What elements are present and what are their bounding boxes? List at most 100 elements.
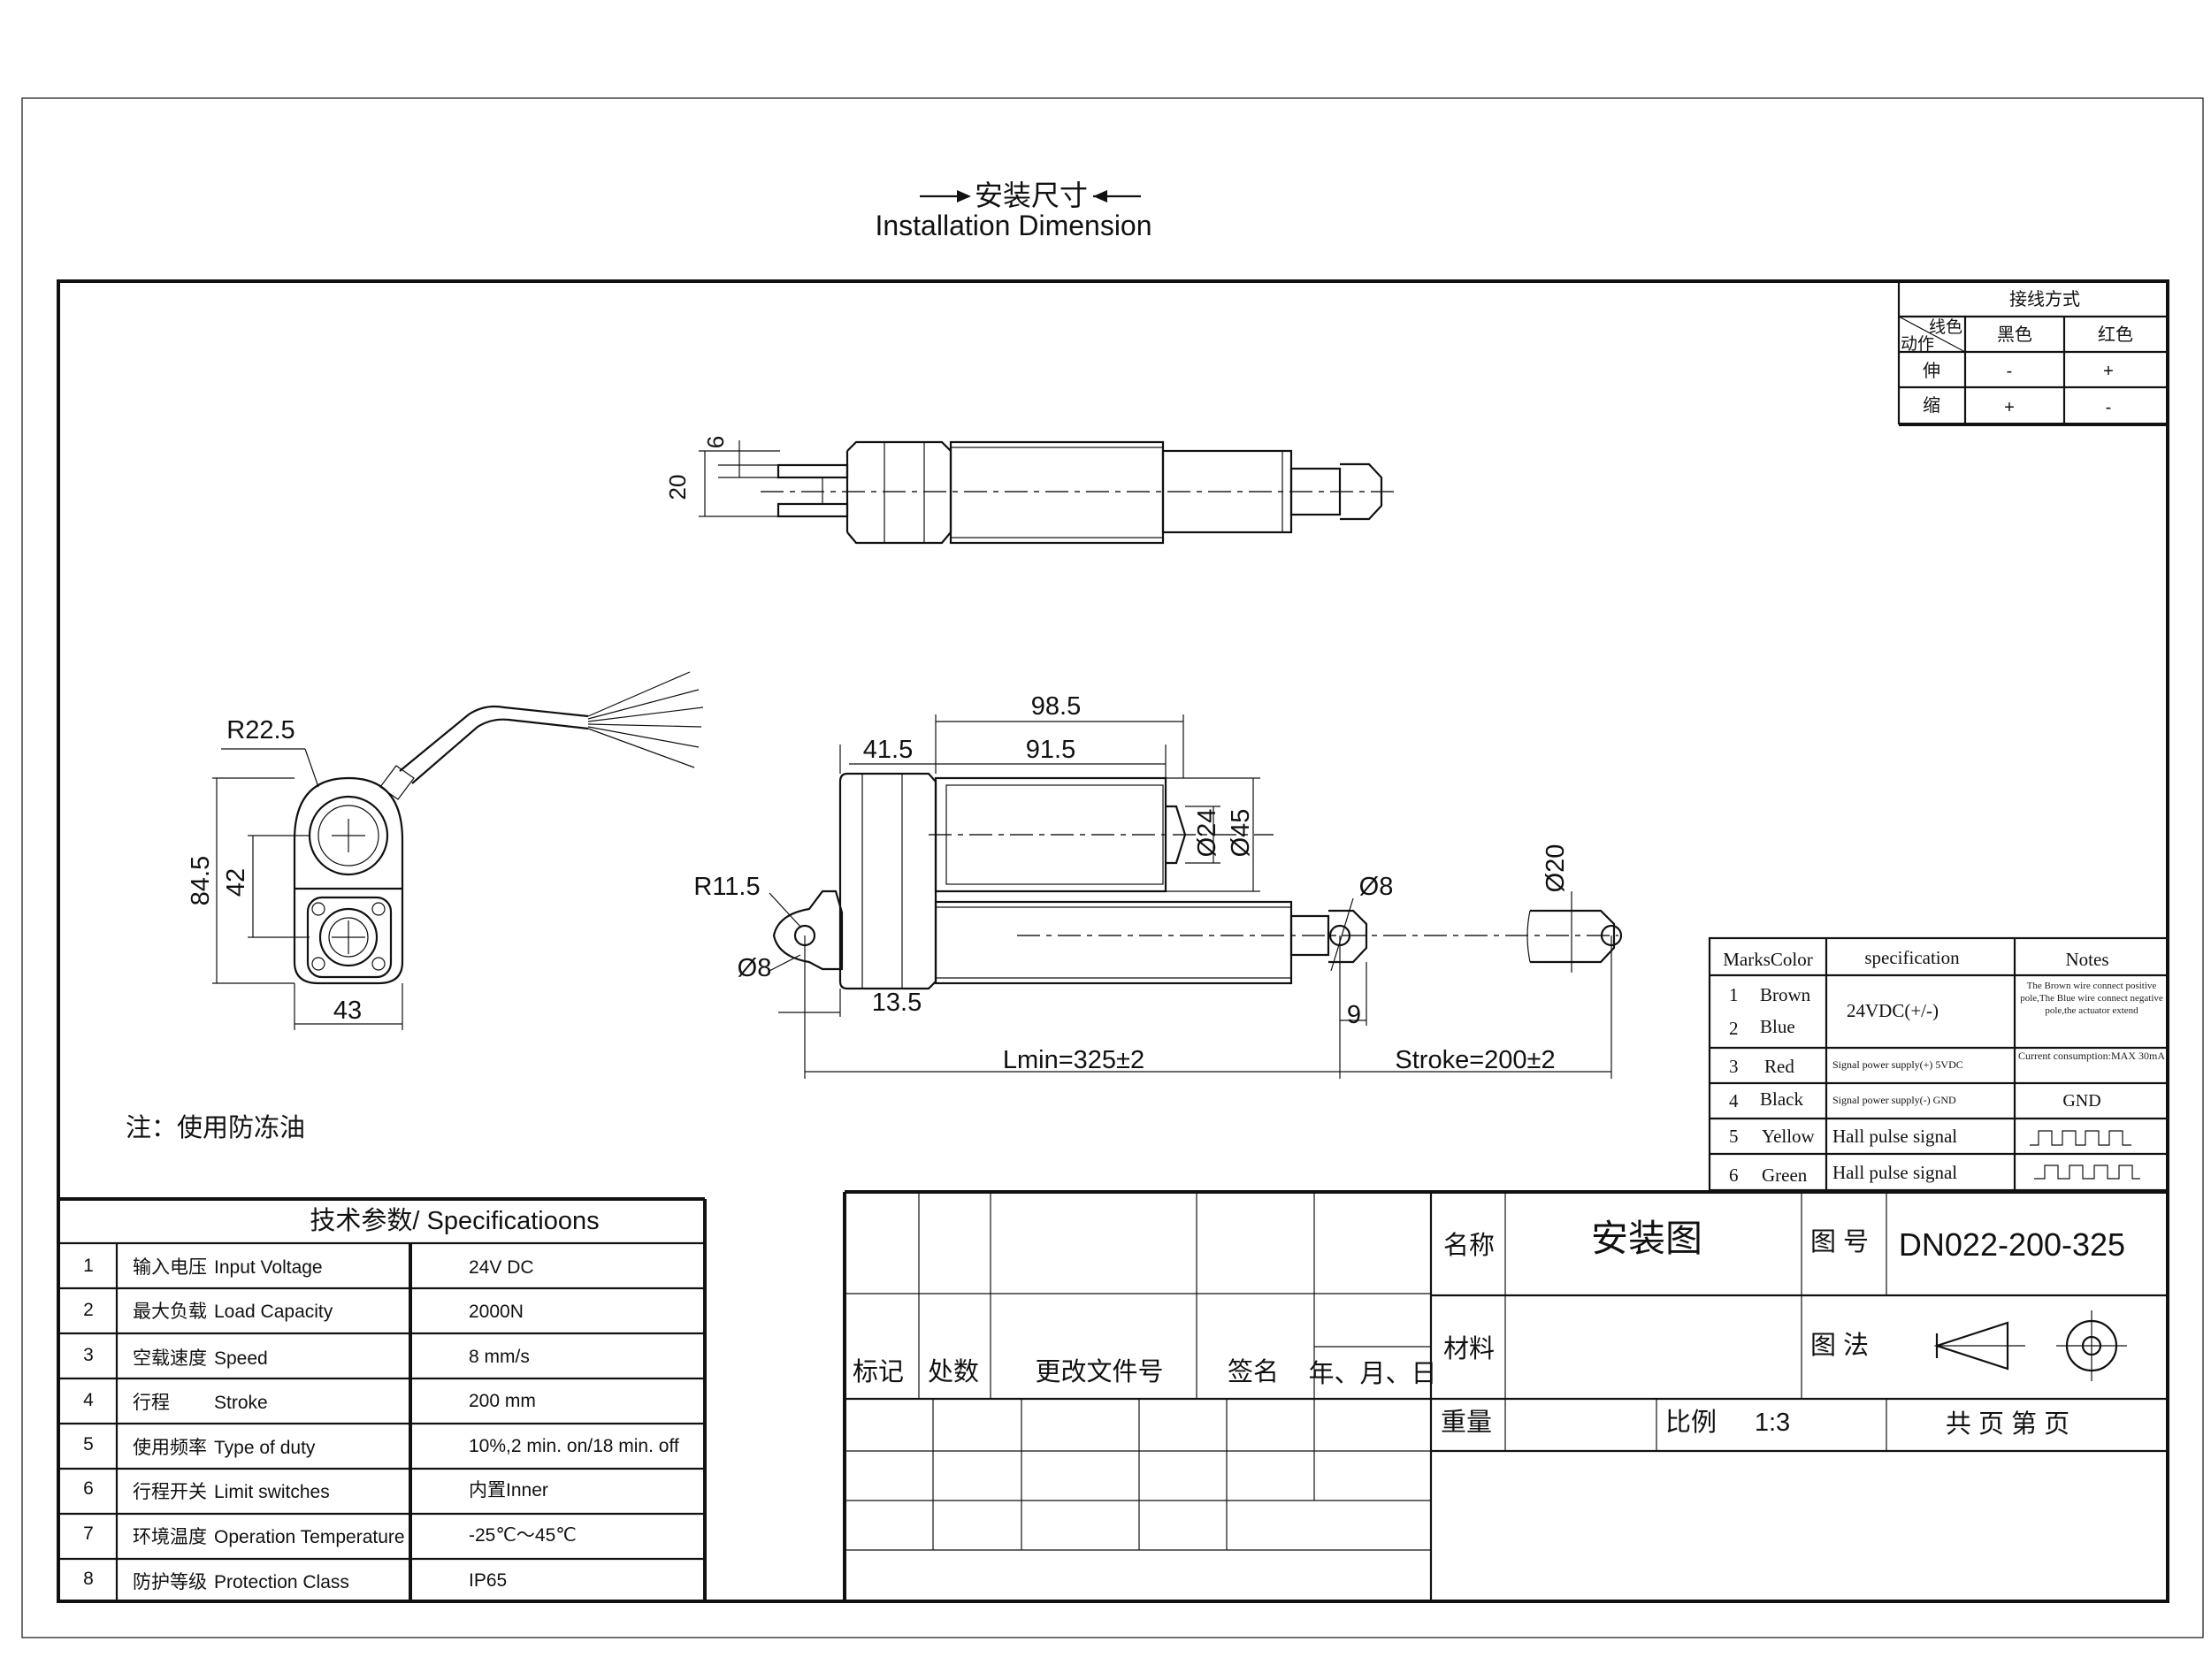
- drawing-no-label: 图 号: [1810, 1228, 1869, 1256]
- wiring-row-red: +: [2103, 362, 2114, 381]
- dim-98-5: 98.5: [1031, 692, 1081, 721]
- wiring-table: 接线方式 线色 动作 黑色 红色 伸 - + 缩 + -: [1897, 283, 2168, 426]
- spec-no: 1: [83, 1256, 94, 1276]
- spec-value: 24V DC: [469, 1257, 534, 1278]
- dim-stroke: Stroke=200±2: [1395, 1046, 1555, 1074]
- rev-header: 更改文件号: [1035, 1357, 1163, 1386]
- spec-value: 2000N: [469, 1302, 524, 1322]
- dim-top-20: 20: [664, 475, 691, 500]
- spec-no: 6: [83, 1478, 94, 1499]
- spec-no: 7: [83, 1523, 94, 1544]
- wire-mark: 4: [1729, 1090, 1739, 1111]
- rev-header: 签名: [1228, 1357, 1279, 1386]
- wire-note-3-box: Current consumption:MAX 30mA: [2018, 1050, 2165, 1062]
- spec-en: Stroke: [214, 1393, 268, 1413]
- rev-header: 标记: [853, 1357, 904, 1386]
- dim-top-6: 6: [702, 436, 729, 448]
- wire-header-spec: specification: [1864, 947, 1960, 968]
- pulse-wave-icon: [2030, 1130, 2131, 1146]
- spec-en: Limit switches: [214, 1482, 330, 1502]
- wire-color: Blue: [1760, 1016, 1795, 1037]
- spec-value: IP65: [469, 1570, 507, 1591]
- projection-circles-icon: [2056, 1310, 2127, 1381]
- wire-color: Black: [1760, 1088, 1803, 1110]
- wiring-row-black: +: [2004, 398, 2015, 417]
- spec-en: Speed: [214, 1348, 268, 1369]
- spec-en: Input Voltage: [214, 1257, 323, 1278]
- title-block: 标记 处数 更改文件号 签名 年、月、日 名称 安装图 图 号 DN022-20…: [843, 1190, 2168, 1601]
- dim-phi8-left: Ø8: [738, 954, 772, 982]
- spec-cn: 输入电压: [133, 1257, 207, 1278]
- spec-no: 3: [83, 1345, 94, 1365]
- spec-no: 4: [83, 1390, 94, 1410]
- spec-en: Protection Class: [214, 1572, 349, 1592]
- name-label: 名称: [1443, 1231, 1495, 1260]
- actuator-top-view: 6 20: [664, 436, 1397, 545]
- spec-no: 8: [83, 1569, 94, 1589]
- actuator-end-view: R22.5 84.5 42 43: [187, 671, 704, 1030]
- header: 安装尺寸 Installation Dimension: [875, 179, 1151, 241]
- wiring-row-red: -: [2106, 398, 2112, 417]
- specifications-table: 技术参数/ Specificatioons 1 输入电压 Input Volta…: [58, 1197, 707, 1601]
- dim-9: 9: [1347, 1001, 1361, 1029]
- wire-color: Yellow: [1762, 1126, 1816, 1147]
- spec-cn: 环境温度: [133, 1527, 207, 1547]
- spec-no: 2: [83, 1300, 94, 1320]
- rev-header: 年、月、日: [1308, 1359, 1436, 1388]
- dim-42: 42: [222, 868, 250, 897]
- wiring-corner-top: 线色: [1929, 317, 1962, 337]
- wire-note-12-box: The Brown wire connect positive pole,The…: [2020, 981, 2163, 1016]
- wire-spec-5: Hall pulse signal: [1832, 1126, 1957, 1147]
- wire-header-notes: Notes: [2066, 949, 2109, 970]
- wire-color-table: MarksColor specification Notes 1 Brown 2…: [1708, 936, 2169, 1192]
- spec-en: Type of duty: [214, 1438, 316, 1458]
- wiring-col-red: 红色: [2098, 325, 2133, 345]
- spec-en: Load Capacity: [214, 1302, 333, 1322]
- wire-note-12: The Brown wire connect positive pole,The…: [2020, 981, 2163, 1016]
- title-en: Installation Dimension: [875, 210, 1151, 241]
- drawing-no: DN022-200-325: [1899, 1226, 2125, 1263]
- wire-mark: 3: [1729, 1056, 1739, 1077]
- specs-title: 技术参数/ Specificatioons: [310, 1206, 599, 1235]
- wiring-corner-bottom: 动作: [1901, 334, 1934, 354]
- spec-value: 200 mm: [469, 1391, 536, 1411]
- wire-mark: 6: [1729, 1165, 1739, 1186]
- scale-value: 1:3: [1755, 1409, 1790, 1437]
- projection-label: 图 法: [1810, 1331, 1869, 1360]
- spec-cn: 防护等级: [133, 1572, 207, 1592]
- spec-value: 内置Inner: [469, 1480, 548, 1501]
- wire-note-4: GND: [2062, 1091, 2100, 1111]
- wire-mark: 2: [1729, 1018, 1739, 1039]
- dim-13-5: 13.5: [872, 989, 922, 1017]
- spec-cn: 空载速度: [133, 1348, 207, 1369]
- wiring-row-black: -: [2007, 362, 2013, 381]
- dim-91-5: 91.5: [1026, 736, 1075, 764]
- wire-spec-3: Signal power supply(+) 5VDC: [1832, 1058, 1963, 1071]
- dim-41-5: 41.5: [863, 736, 913, 764]
- pulse-wave-icon: [2034, 1165, 2140, 1180]
- rev-header: 处数: [928, 1357, 979, 1386]
- wire-color: Green: [1762, 1165, 1808, 1186]
- spec-value: 8 mm/s: [469, 1347, 530, 1367]
- wire-color: Brown: [1760, 984, 1811, 1005]
- wire-note-3: Current consumption:MAX 30mA: [2018, 1050, 2165, 1062]
- wire-header-marks: MarksColor: [1723, 949, 1813, 970]
- spec-no: 5: [83, 1434, 94, 1455]
- wire-mark: 5: [1729, 1126, 1739, 1147]
- dim-r11-5: R11.5: [693, 873, 760, 901]
- dim-phi24: Ø24: [1193, 809, 1221, 858]
- dim-84-5: 84.5: [187, 856, 215, 905]
- wire-spec-12: 24VDC(+/-): [1847, 1000, 1939, 1021]
- material-label: 材料: [1443, 1334, 1495, 1363]
- actuator-front-view: 98.5 41.5 91.5 Ø24 Ø45 R11.5 Ø8 Ø8 Ø20 1…: [693, 692, 1623, 1079]
- wire-color: Red: [1764, 1056, 1794, 1077]
- dim-lmin: Lmin=325±2: [1003, 1046, 1144, 1074]
- spec-value: -25℃～45℃: [469, 1525, 577, 1546]
- dim-phi20: Ø20: [1542, 844, 1570, 893]
- outer-frame: [21, 97, 2204, 1638]
- note: 注：使用防冻油: [126, 1113, 305, 1142]
- wiring-title: 接线方式: [2009, 289, 2080, 309]
- inner-frame: [57, 279, 2169, 1603]
- wiring-row-action: 伸: [1923, 361, 1940, 381]
